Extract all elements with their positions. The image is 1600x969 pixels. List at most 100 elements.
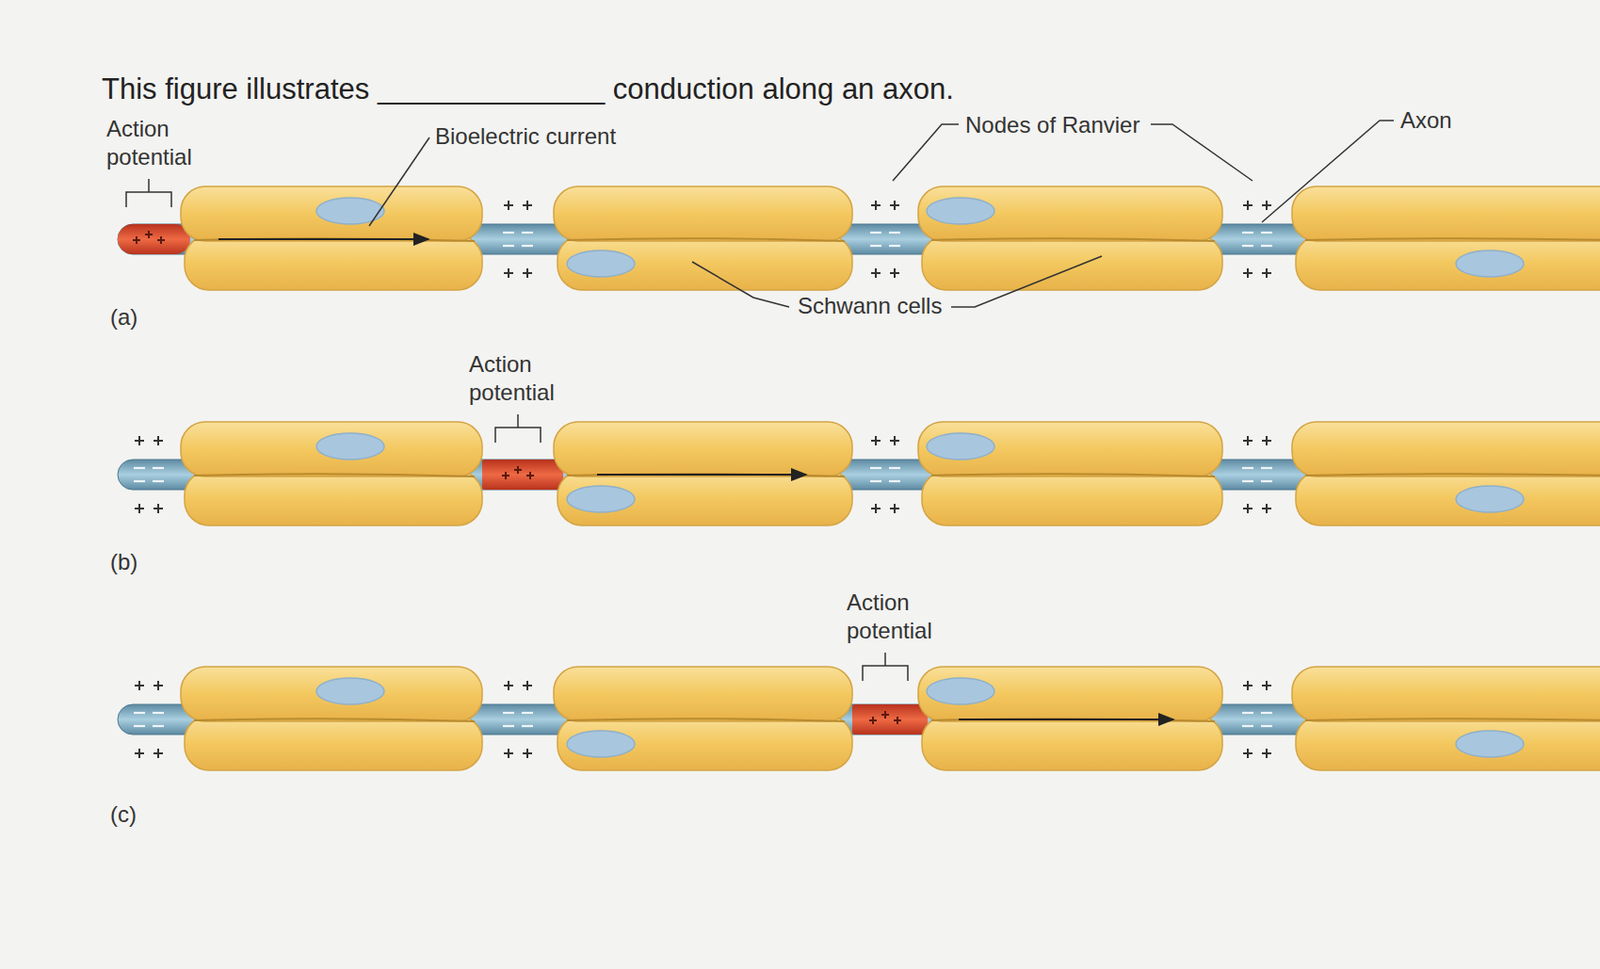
negative-charge — [1260, 244, 1273, 247]
negative-charge — [1242, 711, 1254, 714]
axon-row — [117, 666, 1600, 771]
schwann-nucleus — [566, 250, 635, 277]
schwann-cell-lobe — [1295, 715, 1600, 771]
negative-charge — [1260, 231, 1273, 234]
negative-charge — [888, 480, 901, 483]
schwann-nucleus — [926, 433, 995, 460]
schwann-cell-lobe — [921, 235, 1223, 291]
positive-charge — [503, 748, 514, 759]
positive-charge — [889, 268, 900, 278]
positive-charge — [132, 236, 141, 244]
positive-charge — [157, 236, 165, 244]
negative-charge — [521, 231, 534, 234]
negative-charge — [521, 244, 534, 247]
positive-charge — [1261, 680, 1272, 691]
positive-charge — [1261, 503, 1272, 514]
negative-charge — [870, 244, 882, 247]
schwann-nucleus — [316, 433, 385, 460]
negative-charge — [1242, 467, 1254, 469]
schwann-cell-lobe — [557, 715, 853, 771]
schwann-cell-lobe — [553, 421, 853, 477]
schwann-nucleus — [1455, 485, 1524, 513]
schwann-cell-lobe — [553, 186, 853, 242]
positive-charge — [1243, 200, 1253, 211]
positive-charge — [526, 471, 534, 480]
negative-charge — [133, 725, 146, 728]
myelin-groove — [566, 473, 845, 477]
positive-charge — [889, 436, 900, 446]
schwann-cell-lobe — [184, 715, 483, 771]
positive-charge — [153, 503, 163, 514]
positive-charge — [893, 716, 902, 725]
negative-charge — [1260, 711, 1273, 714]
positive-charge — [145, 230, 153, 239]
bracket — [495, 414, 541, 443]
myelin-groove — [931, 473, 1215, 477]
schwann-cell-lobe — [557, 470, 853, 526]
axon-row — [117, 421, 1600, 526]
positive-charge — [1243, 503, 1253, 514]
panel-letter: (a) — [110, 303, 138, 332]
schwann-cell-lobe — [1292, 421, 1600, 477]
part-label: Schwann cells — [797, 291, 942, 321]
part-label: Action potential — [468, 350, 582, 407]
myelin-groove — [566, 238, 845, 242]
negative-charge — [152, 711, 164, 714]
negative-charge — [521, 725, 534, 728]
schwann-nucleus — [566, 485, 635, 513]
schwann-cell-lobe — [1295, 470, 1600, 526]
positive-charge — [501, 471, 510, 480]
positive-charge — [503, 680, 514, 691]
negative-charge — [502, 244, 515, 247]
schwann-nucleus — [926, 678, 995, 705]
myelin-groove — [931, 238, 1215, 242]
positive-charge — [134, 748, 145, 759]
positive-charge — [522, 200, 533, 211]
schwann-cell-lobe — [918, 421, 1223, 477]
positive-charge — [1243, 748, 1253, 759]
positive-charge — [1261, 268, 1272, 278]
positive-charge — [1261, 436, 1272, 446]
schwann-cell-lobe — [553, 666, 853, 722]
schwann-cell-lobe — [1292, 186, 1600, 242]
schwann-cell-lobe — [918, 666, 1223, 722]
schwann-cell-lobe — [180, 421, 483, 477]
negative-charge — [888, 231, 901, 234]
positive-charge — [871, 200, 881, 211]
negative-charge — [133, 480, 146, 483]
schwann-cell-lobe — [1292, 666, 1600, 722]
part-label: Nodes of Ranvier — [965, 111, 1140, 140]
negative-charge — [1260, 480, 1273, 483]
schwann-cell-lobe — [918, 186, 1223, 242]
positive-charge — [1261, 748, 1272, 759]
myelin-groove — [566, 718, 845, 722]
bracket — [862, 652, 908, 681]
myelin-groove — [1305, 238, 1600, 242]
negative-charge — [1242, 480, 1254, 483]
negative-charge — [502, 711, 515, 714]
panel-letter: (b) — [110, 548, 138, 577]
schwann-nucleus — [1455, 250, 1524, 277]
negative-charge — [870, 467, 882, 469]
schwann-cell-lobe — [921, 715, 1223, 771]
myelin-groove — [193, 238, 475, 242]
schwann-nucleus — [316, 197, 385, 225]
positive-charge — [503, 200, 514, 211]
positive-charge — [1243, 680, 1253, 691]
action-potential-region — [482, 459, 564, 490]
negative-charge — [888, 467, 901, 469]
negative-charge — [870, 231, 882, 234]
schwann-cell-lobe — [921, 470, 1223, 526]
schwann-nucleus — [926, 197, 995, 225]
part-label: Action potential — [846, 588, 960, 646]
negative-charge — [133, 467, 146, 469]
current-arrow — [958, 718, 1174, 721]
positive-charge — [522, 268, 533, 278]
positive-charge — [153, 680, 163, 691]
schwann-nucleus — [1455, 730, 1524, 758]
positive-charge — [134, 503, 145, 514]
negative-charge — [888, 244, 901, 247]
negative-charge — [870, 480, 882, 483]
negative-charge — [152, 467, 164, 469]
